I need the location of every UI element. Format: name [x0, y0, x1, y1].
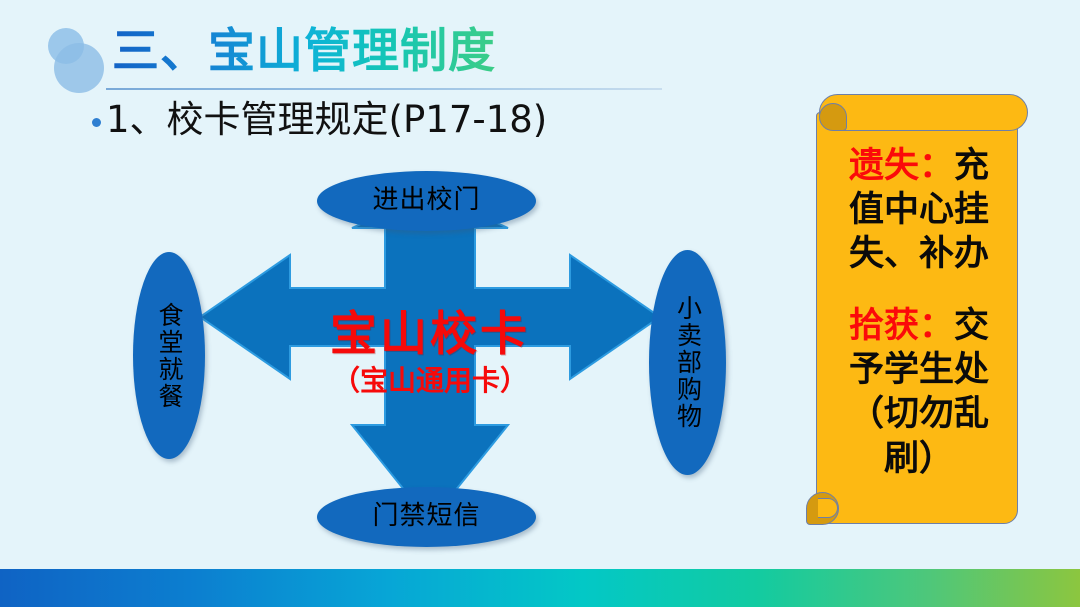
scroll-line-highlight: 遗失： — [848, 146, 954, 186]
four-way-arrow-svg — [198, 190, 662, 524]
subtitle-text: 1、校卡管理规定(P17-18) — [106, 98, 548, 141]
scroll-line: 遗失：充 — [824, 144, 1014, 188]
node-access-sms[interactable]: 门禁短信 — [317, 487, 536, 547]
scroll-line-rest: 值中心挂 — [848, 190, 989, 231]
scroll-line-rest: 失、补办 — [848, 234, 989, 275]
node-entry-exit-gate[interactable]: 进出校门 — [317, 171, 536, 231]
scroll-line-rest: 予学生处 — [848, 350, 989, 391]
node-shop-purchase[interactable]: 小卖部购物 — [649, 250, 726, 475]
bottom-gradient-bar — [0, 569, 1080, 607]
scroll-line: 拾获：交 — [824, 304, 1014, 348]
node-label: 食堂就餐 — [155, 301, 184, 410]
page-title: 三、宝山管理制度 — [112, 24, 496, 79]
scroll-paragraph-gap — [824, 276, 1014, 304]
scroll-line: 刷） — [824, 437, 1014, 481]
four-way-arrow-shape: 宝山校卡 （宝山通用卡） — [198, 190, 662, 524]
node-canteen-dining[interactable]: 食堂就餐 — [133, 252, 205, 459]
card-usage-diagram: 宝山校卡 （宝山通用卡） 进出校门 食堂就餐 小卖部购物 门禁短信 — [110, 160, 770, 560]
scroll-line-highlight: 拾获： — [848, 306, 954, 347]
scroll-note-text: 遗失：充 值中心挂 失、补办 拾获：交 予学生处 （切勿乱 刷） — [824, 144, 1014, 481]
arrow-polygon — [198, 190, 662, 524]
scroll-bottom-curl-inner — [818, 498, 838, 518]
scroll-line-rest: 交 — [954, 306, 990, 347]
node-label: 门禁短信 — [372, 501, 481, 532]
scroll-line-rest: （切勿乱 — [848, 394, 989, 435]
node-label: 进出校门 — [372, 185, 481, 216]
scroll-body — [816, 112, 1018, 524]
note-scroll: 遗失：充 值中心挂 失、补办 拾获：交 予学生处 （切勿乱 刷） — [806, 94, 1028, 541]
scroll-top-curl-icon — [819, 103, 847, 131]
scroll-line: 失、补办 — [824, 232, 1014, 276]
title-underline-rule — [106, 88, 662, 90]
subtitle-row: 1、校卡管理规定(P17-18) — [92, 97, 547, 143]
scroll-top-roll — [819, 94, 1028, 131]
scroll-line-rest: 刷） — [883, 438, 954, 479]
scroll-line: （切勿乱 — [824, 392, 1014, 436]
decorative-circle-large — [54, 43, 104, 93]
scroll-line-rest: 充 — [954, 146, 990, 186]
scroll-line: 予学生处 — [824, 348, 1014, 392]
bullet-icon — [92, 117, 101, 127]
node-label: 小卖部购物 — [673, 295, 703, 430]
scroll-line: 值中心挂 — [824, 188, 1014, 232]
